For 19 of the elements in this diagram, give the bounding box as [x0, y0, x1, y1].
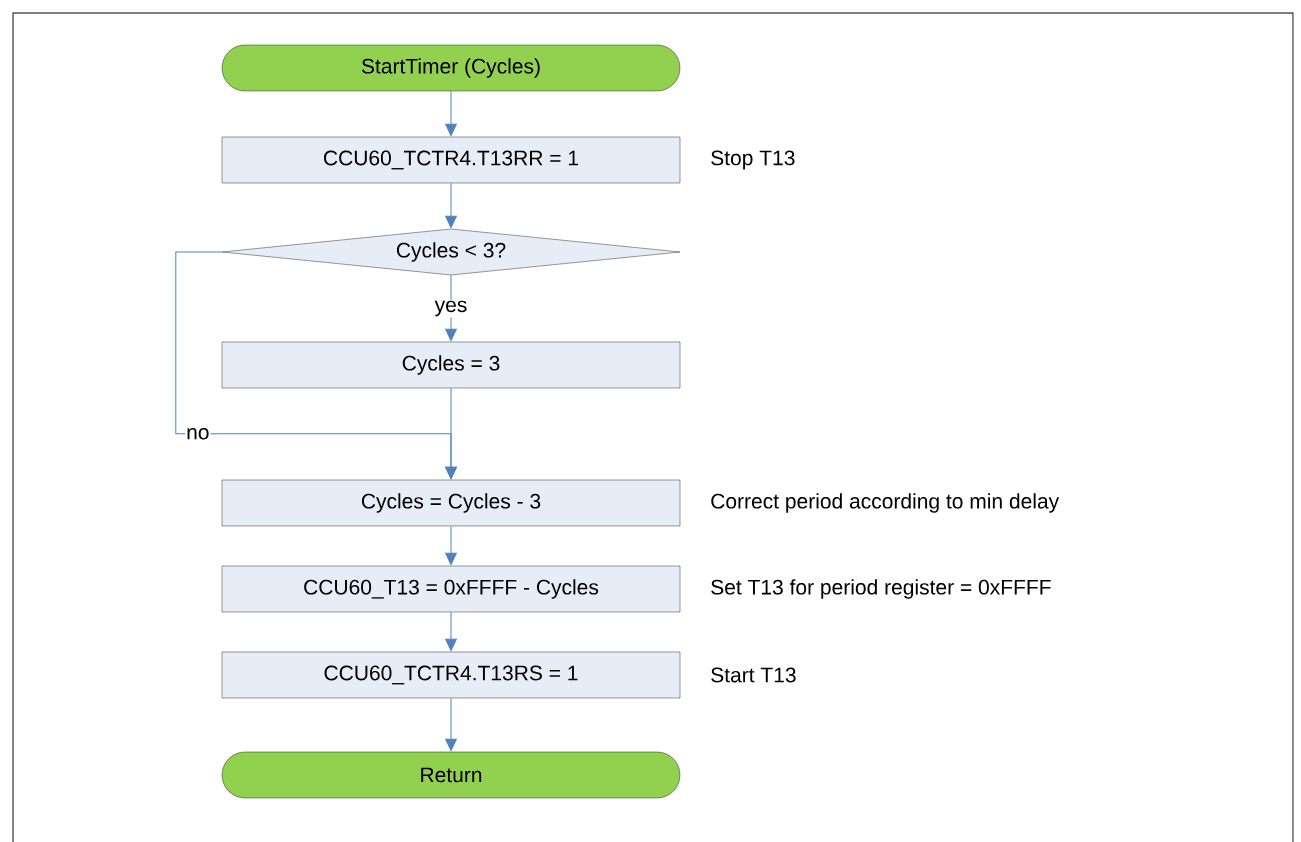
- annotation-text: Stop T13: [711, 150, 795, 170]
- annotation-text: Start T13: [711, 667, 796, 683]
- annotation-text: Set T13 for period register = 0xFFFF: [711, 579, 1051, 599]
- process-box: Cycles = 3: [221, 341, 681, 389]
- arrow: [445, 697, 457, 752]
- arrow: [445, 90, 457, 137]
- arrow: [445, 611, 457, 652]
- terminal-box: Return: [221, 751, 681, 799]
- terminal-box: StartTimer (Cycles): [221, 44, 681, 92]
- edge-label: yes: [433, 299, 469, 318]
- edge-label: no: [185, 427, 211, 441]
- arrow: [175, 251, 457, 480]
- process-box: CCU60_TCTR4.T13RS = 1: [221, 651, 681, 699]
- process-box: Cycles = Cycles - 3: [221, 479, 681, 527]
- process-box: CCU60_T13 = 0xFFFF - Cycles: [221, 565, 681, 613]
- arrow: [445, 525, 457, 566]
- arrow: [445, 182, 457, 229]
- process-box: CCU60_TCTR4.T13RR = 1: [221, 136, 681, 184]
- annotation-text: Correct period according to min delay: [711, 493, 1060, 513]
